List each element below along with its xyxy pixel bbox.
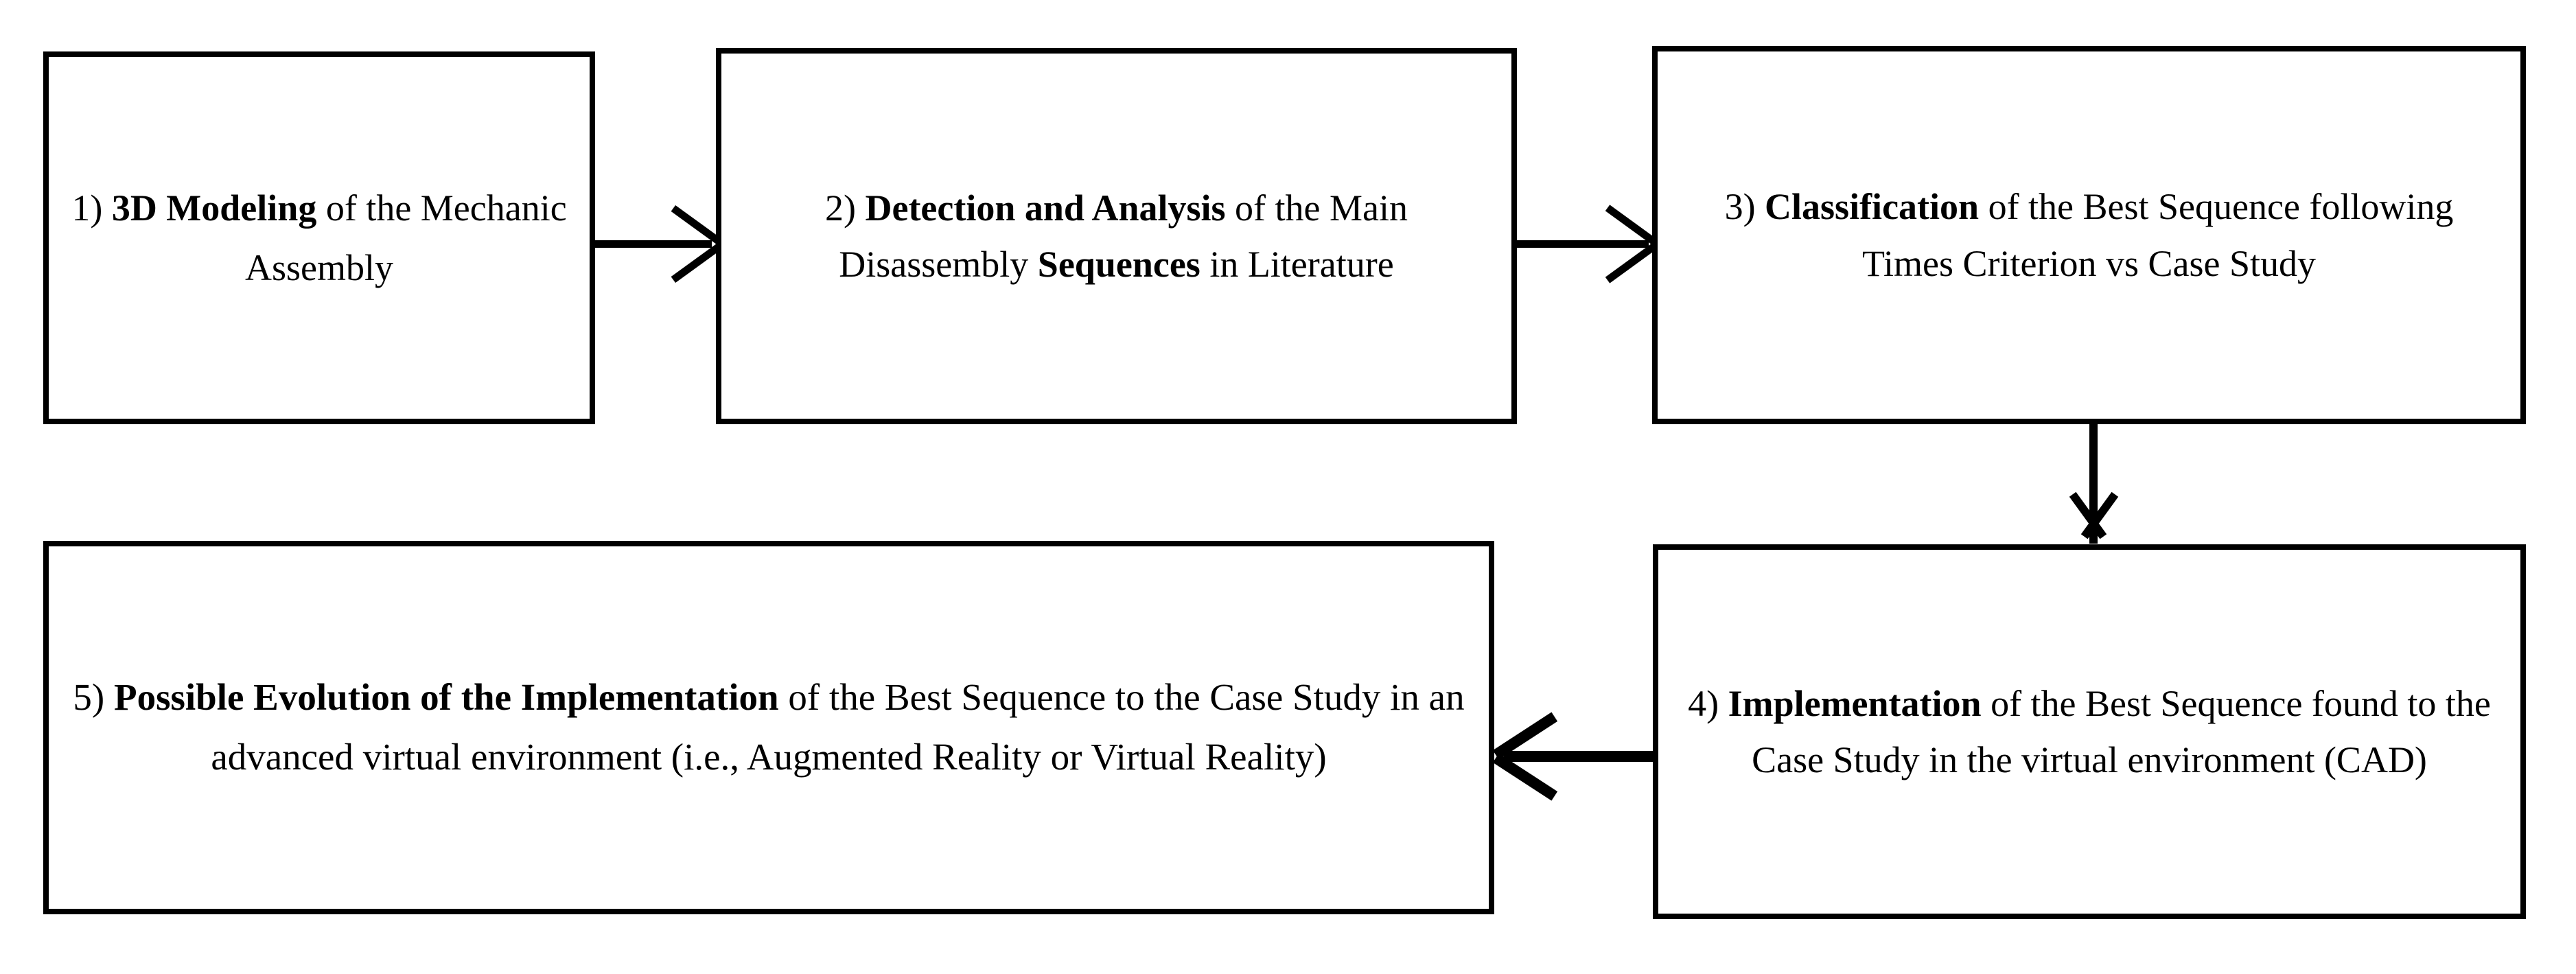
- flowchart-node-step-5[interactable]: 5) Possible Evolution of the Implementat…: [43, 541, 1494, 914]
- arrow-step-2-to-step-3: [1517, 205, 1657, 283]
- arrowhead-chevron-lower: [1605, 243, 1657, 283]
- node-step-3-label: 3) Classification of the Best Sequence f…: [1724, 186, 2454, 284]
- arrow-step-4-to-step-5: [1492, 707, 1653, 807]
- node-step-5-label: 5) Possible Evolution of the Implementat…: [73, 676, 1465, 778]
- arrow-shaft: [595, 240, 712, 248]
- flowchart-node-step-3[interactable]: 3) Classification of the Best Sequence f…: [1652, 46, 2526, 424]
- arrow-shaft: [1504, 751, 1653, 762]
- arrow-shaft: [1517, 240, 1649, 248]
- node-step-1-label: 1) 3D Modeling of the Mechanic Assembly: [71, 187, 567, 288]
- arrowhead-chevron-lower: [671, 243, 721, 283]
- flowchart-node-step-1[interactable]: 1) 3D Modeling of the Mechanic Assembly: [43, 51, 595, 424]
- flowchart-node-step-2[interactable]: 2) Detection and Analysis of the Main Di…: [716, 48, 1517, 424]
- node-step-2-label: 2) Detection and Analysis of the Main Di…: [825, 187, 1408, 285]
- arrow-step-1-to-step-2: [595, 205, 721, 283]
- node-step-4-label: 4) Implementation of the Best Sequence f…: [1688, 682, 2491, 780]
- arrowhead-chevron-upper: [671, 205, 721, 245]
- arrowhead-chevron-upper: [1605, 205, 1657, 245]
- arrow-step-3-to-step-4: [2049, 424, 2138, 546]
- flowchart-node-step-4[interactable]: 4) Implementation of the Best Sequence f…: [1653, 544, 2526, 919]
